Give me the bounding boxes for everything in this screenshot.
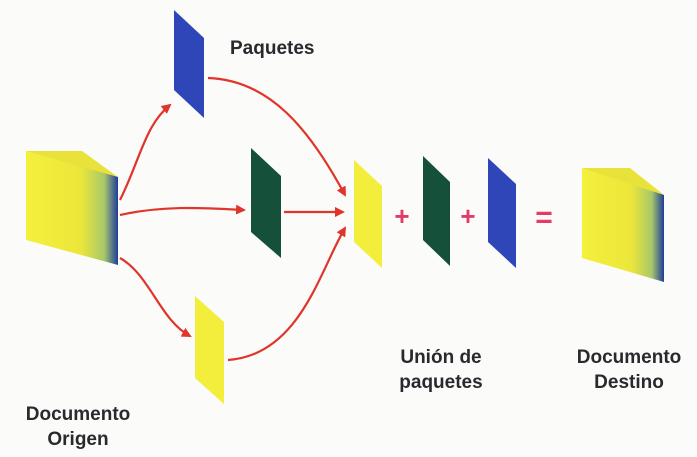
- packet-blue-top: [174, 10, 204, 118]
- packet-green-middle: [251, 148, 281, 258]
- union-label-line2: paquetes: [399, 372, 483, 393]
- packet-yellow-bottom: [195, 296, 224, 404]
- destination-document-face: [582, 168, 664, 282]
- union-label: Unión de paquetes: [380, 345, 502, 395]
- origin-document-label: Documento Origen: [10, 402, 146, 452]
- plus-operator-2: +: [460, 201, 475, 231]
- source-document-face: [26, 151, 118, 265]
- plus-operator-1: +: [394, 201, 409, 231]
- union-packet-blue: [488, 158, 516, 268]
- split-arrows: [119, 103, 246, 337]
- merge-arrows: [207, 76, 347, 362]
- packets-label: Paquetes: [230, 36, 314, 61]
- union-label-line1: Unión de: [400, 347, 482, 368]
- union-packet-yellow: [354, 160, 382, 268]
- packets-label-text: Paquetes: [230, 38, 315, 59]
- arrow-yellow-to-union: [227, 226, 347, 362]
- destination-label-line2: Destino: [594, 372, 664, 393]
- arrow-to-green-packet: [119, 204, 246, 217]
- arrow-blue-to-union: [207, 76, 346, 197]
- destination-document-label: Documento Destino: [560, 345, 697, 395]
- source-document: [26, 151, 118, 265]
- arrow-to-yellow-packet: [119, 257, 192, 337]
- equals-operator: =: [535, 201, 553, 234]
- destination-label-line1: Documento: [576, 347, 682, 368]
- origin-label-line2: Origen: [47, 429, 109, 450]
- arrow-to-blue-packet: [119, 103, 172, 201]
- union-packet-green: [423, 156, 450, 266]
- destination-document: [582, 168, 664, 282]
- origin-label-line1: Documento: [25, 404, 131, 425]
